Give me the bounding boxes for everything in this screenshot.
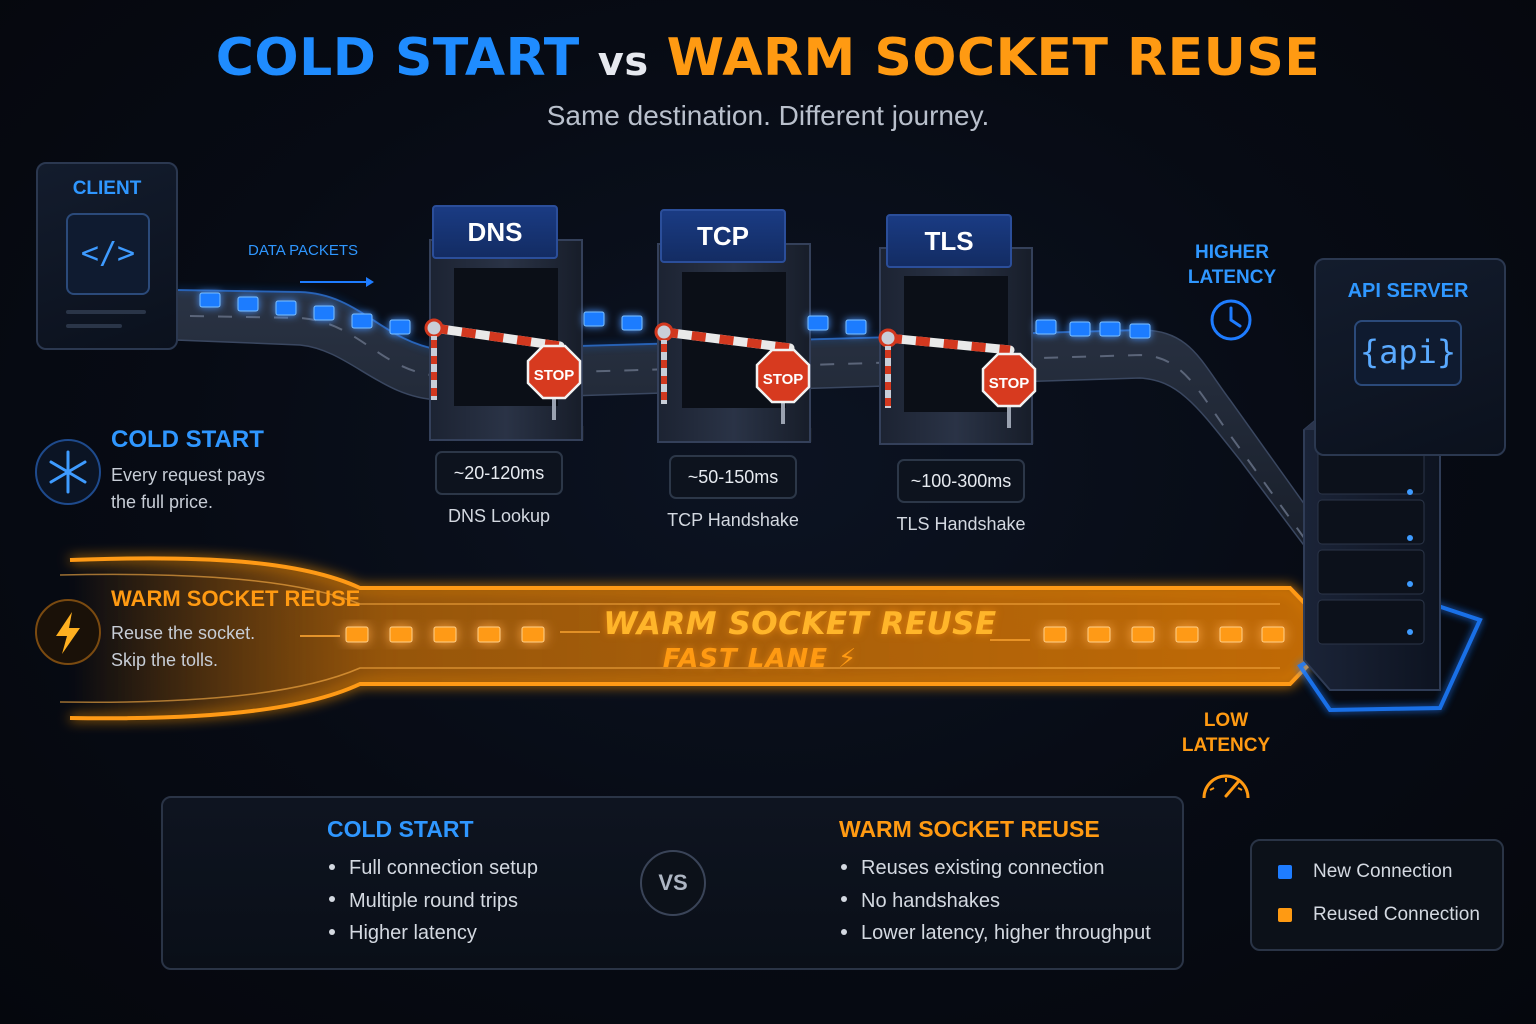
- client-label: CLIENT: [36, 178, 178, 200]
- packet-new: [846, 320, 866, 334]
- comparison-cold-list: Full connection setup Multiple round tri…: [329, 852, 538, 950]
- latency-high-line: HIGHER: [1176, 240, 1288, 265]
- comparison-warm-list: Reuses existing connection No handshakes…: [841, 852, 1151, 950]
- packet-new: [808, 316, 828, 330]
- list-item: Lower latency, higher throughput: [841, 917, 1151, 950]
- packet-new: [584, 312, 604, 326]
- latency-low-line: LOW: [1170, 708, 1282, 733]
- timing-tcp: ~50-150ms: [669, 455, 797, 499]
- title-vs: vs: [598, 39, 649, 85]
- legend-swatch-reused: [1278, 908, 1292, 922]
- lightning-icon: [36, 600, 100, 664]
- side-warm-line: Skip the tolls.: [111, 647, 255, 674]
- packet-new: [1036, 320, 1056, 334]
- packet-new: [352, 314, 372, 328]
- connection-legend: [1250, 839, 1504, 951]
- packet-reused: [522, 627, 544, 642]
- title-warm: WARM SOCKET REUSE: [667, 28, 1321, 88]
- packet-new: [314, 306, 334, 320]
- packet-reused: [478, 627, 500, 642]
- gate-sign-tcp: TCP: [660, 209, 786, 263]
- timing-tls: ~100-300ms: [897, 459, 1025, 503]
- latency-low-label: LOW LATENCY: [1170, 708, 1282, 758]
- step-tls-handshake: TLS Handshake: [861, 514, 1061, 535]
- code-icon: </>: [66, 213, 150, 295]
- snowflake-icon: [36, 440, 100, 504]
- legend-label-reused: Reused Connection: [1313, 904, 1480, 926]
- gate-sign-tls: TLS: [886, 214, 1012, 268]
- list-item-text: Reuses existing connection: [861, 857, 1104, 879]
- gate-sign-dns: DNS: [432, 205, 558, 259]
- timing-dns: ~20-120ms: [435, 451, 563, 495]
- fast-lane-subtitle: FAST LANE ⚡: [640, 644, 880, 674]
- side-warm-line: Reuse the socket.: [111, 620, 255, 647]
- packet-new: [276, 301, 296, 315]
- packet-reused: [1088, 627, 1110, 642]
- packet-new: [390, 320, 410, 334]
- legend-swatch-new: [1278, 865, 1292, 879]
- list-item-text: No handshakes: [861, 890, 1000, 912]
- packet-reused: [1220, 627, 1242, 642]
- side-cold-line: Every request pays: [111, 462, 265, 489]
- fast-lane-title: WARM SOCKET REUSE: [560, 606, 1040, 642]
- list-item-text: Higher latency: [349, 922, 477, 944]
- list-item: Higher latency: [329, 917, 538, 950]
- vs-badge: VS: [640, 850, 706, 916]
- list-item: Full connection setup: [329, 852, 538, 885]
- list-item-text: Lower latency, higher throughput: [861, 922, 1151, 944]
- latency-low-line: LATENCY: [1170, 733, 1282, 758]
- packets-label: DATA PACKETS: [248, 242, 358, 259]
- latency-high-line: LATENCY: [1176, 265, 1288, 290]
- stop-sign-label: STOP: [763, 371, 804, 388]
- legend-label-new: New Connection: [1313, 861, 1452, 883]
- speedometer-icon: [1204, 776, 1248, 798]
- comparison-warm-title: WARM SOCKET REUSE: [839, 816, 1100, 843]
- side-cold-title: COLD START: [111, 426, 264, 454]
- comparison-cold-title: COLD START: [327, 816, 474, 843]
- step-tcp-handshake: TCP Handshake: [633, 510, 833, 531]
- step-dns-lookup: DNS Lookup: [399, 506, 599, 527]
- packet-reused: [1044, 627, 1066, 642]
- stop-sign-label: STOP: [534, 367, 575, 384]
- packet-new: [1100, 322, 1120, 336]
- packet-reused: [346, 627, 368, 642]
- page-title: COLD START vs WARM SOCKET REUSE: [0, 28, 1536, 88]
- list-item-text: Full connection setup: [349, 857, 538, 879]
- stop-sign-label: STOP: [989, 375, 1030, 392]
- list-item: No handshakes: [841, 885, 1151, 918]
- packet-new: [238, 297, 258, 311]
- client-decor-line: [66, 310, 146, 314]
- latency-high-label: HIGHER LATENCY: [1176, 240, 1288, 290]
- clock-icon: [1212, 301, 1250, 339]
- api-server-label: API SERVER: [1314, 280, 1502, 303]
- packet-reused: [434, 627, 456, 642]
- list-item: Multiple round trips: [329, 885, 538, 918]
- packet-reused: [1176, 627, 1198, 642]
- side-cold-text: Every request pays the full price.: [111, 462, 265, 516]
- packet-reused: [1132, 627, 1154, 642]
- list-item: Reuses existing connection: [841, 852, 1151, 885]
- client-decor-line: [66, 324, 122, 328]
- api-icon: {api}: [1354, 320, 1462, 386]
- packet-reused: [390, 627, 412, 642]
- packet-reused: [1262, 627, 1284, 642]
- packet-new: [200, 293, 220, 307]
- packet-new: [622, 316, 642, 330]
- subtitle: Same destination. Different journey.: [0, 100, 1536, 132]
- side-warm-text: Reuse the socket. Skip the tolls.: [111, 620, 255, 674]
- title-cold: COLD START: [216, 28, 580, 88]
- side-warm-title: WARM SOCKET REUSE: [111, 586, 360, 612]
- packet-new: [1070, 322, 1090, 336]
- packets-arrow-icon: [300, 277, 374, 287]
- packet-new: [1130, 324, 1150, 338]
- list-item-text: Multiple round trips: [349, 890, 518, 912]
- side-cold-line: the full price.: [111, 489, 265, 516]
